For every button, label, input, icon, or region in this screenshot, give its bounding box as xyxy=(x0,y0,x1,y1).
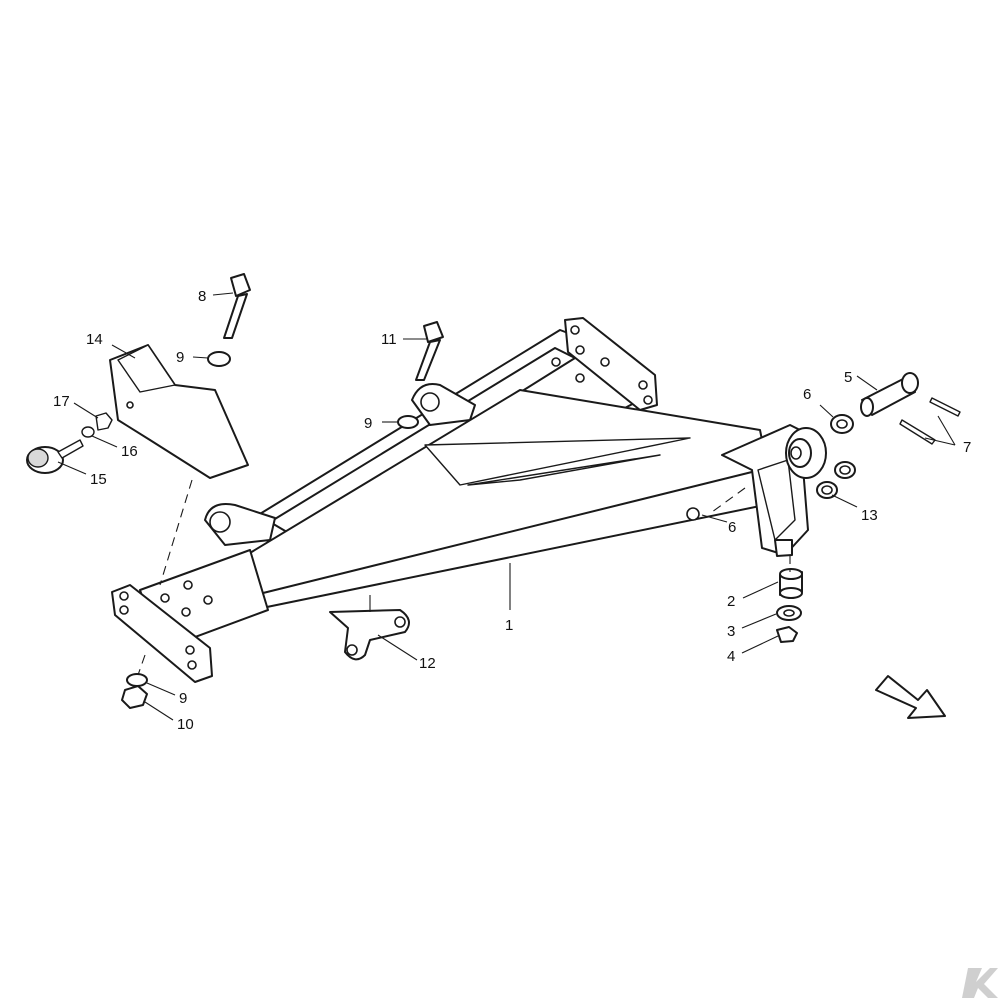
a-frame[interactable] xyxy=(111,317,827,683)
callout-9-upper: 9 xyxy=(176,349,184,366)
brand-logo-icon xyxy=(962,968,998,998)
nut-10[interactable] xyxy=(121,685,148,709)
callout-16: 16 xyxy=(121,443,138,460)
callout-6-lower: 6 xyxy=(728,519,736,536)
callout-2: 2 xyxy=(727,593,735,610)
rubber-stop[interactable] xyxy=(26,439,84,474)
callout-5: 5 xyxy=(844,369,852,386)
callout-15: 15 xyxy=(90,471,107,488)
callout-17: 17 xyxy=(53,393,70,410)
nut-4[interactable] xyxy=(776,626,798,643)
callout-6-upper: 6 xyxy=(803,386,811,403)
spring-pin-7a[interactable] xyxy=(929,397,961,417)
callout-4: 4 xyxy=(727,648,735,665)
plate-12[interactable] xyxy=(329,609,410,661)
spring-pin-7b[interactable] xyxy=(899,419,936,445)
bolt-8[interactable] xyxy=(223,273,251,339)
callout-1: 1 xyxy=(505,617,513,634)
callout-14: 14 xyxy=(86,331,103,348)
washer-9-upper[interactable] xyxy=(207,351,231,367)
callout-3: 3 xyxy=(727,623,735,640)
bushing-2[interactable] xyxy=(779,568,803,599)
pin-5[interactable] xyxy=(860,372,919,417)
callout-7: 7 xyxy=(963,439,971,456)
assembly-lines xyxy=(137,479,791,676)
direction-arrow-icon xyxy=(875,675,946,719)
washer-9-lower[interactable] xyxy=(126,673,148,687)
washer-16[interactable] xyxy=(81,426,95,438)
bolt-11[interactable] xyxy=(415,321,444,381)
callout-9-lower: 9 xyxy=(179,690,187,707)
leader-lines xyxy=(57,292,956,721)
callout-11: 11 xyxy=(381,331,397,348)
callout-13: 13 xyxy=(861,507,878,524)
washer-9-middle[interactable] xyxy=(397,415,419,429)
callout-12: 12 xyxy=(419,655,436,672)
callout-8: 8 xyxy=(198,288,206,305)
callout-10: 10 xyxy=(177,716,194,733)
nut-17[interactable] xyxy=(95,412,113,431)
callout-9-middle: 9 xyxy=(364,415,372,432)
callout-labels: 1 2 3 4 5 6 6 7 8 9 9 9 10 11 12 13 14 1… xyxy=(53,288,971,733)
